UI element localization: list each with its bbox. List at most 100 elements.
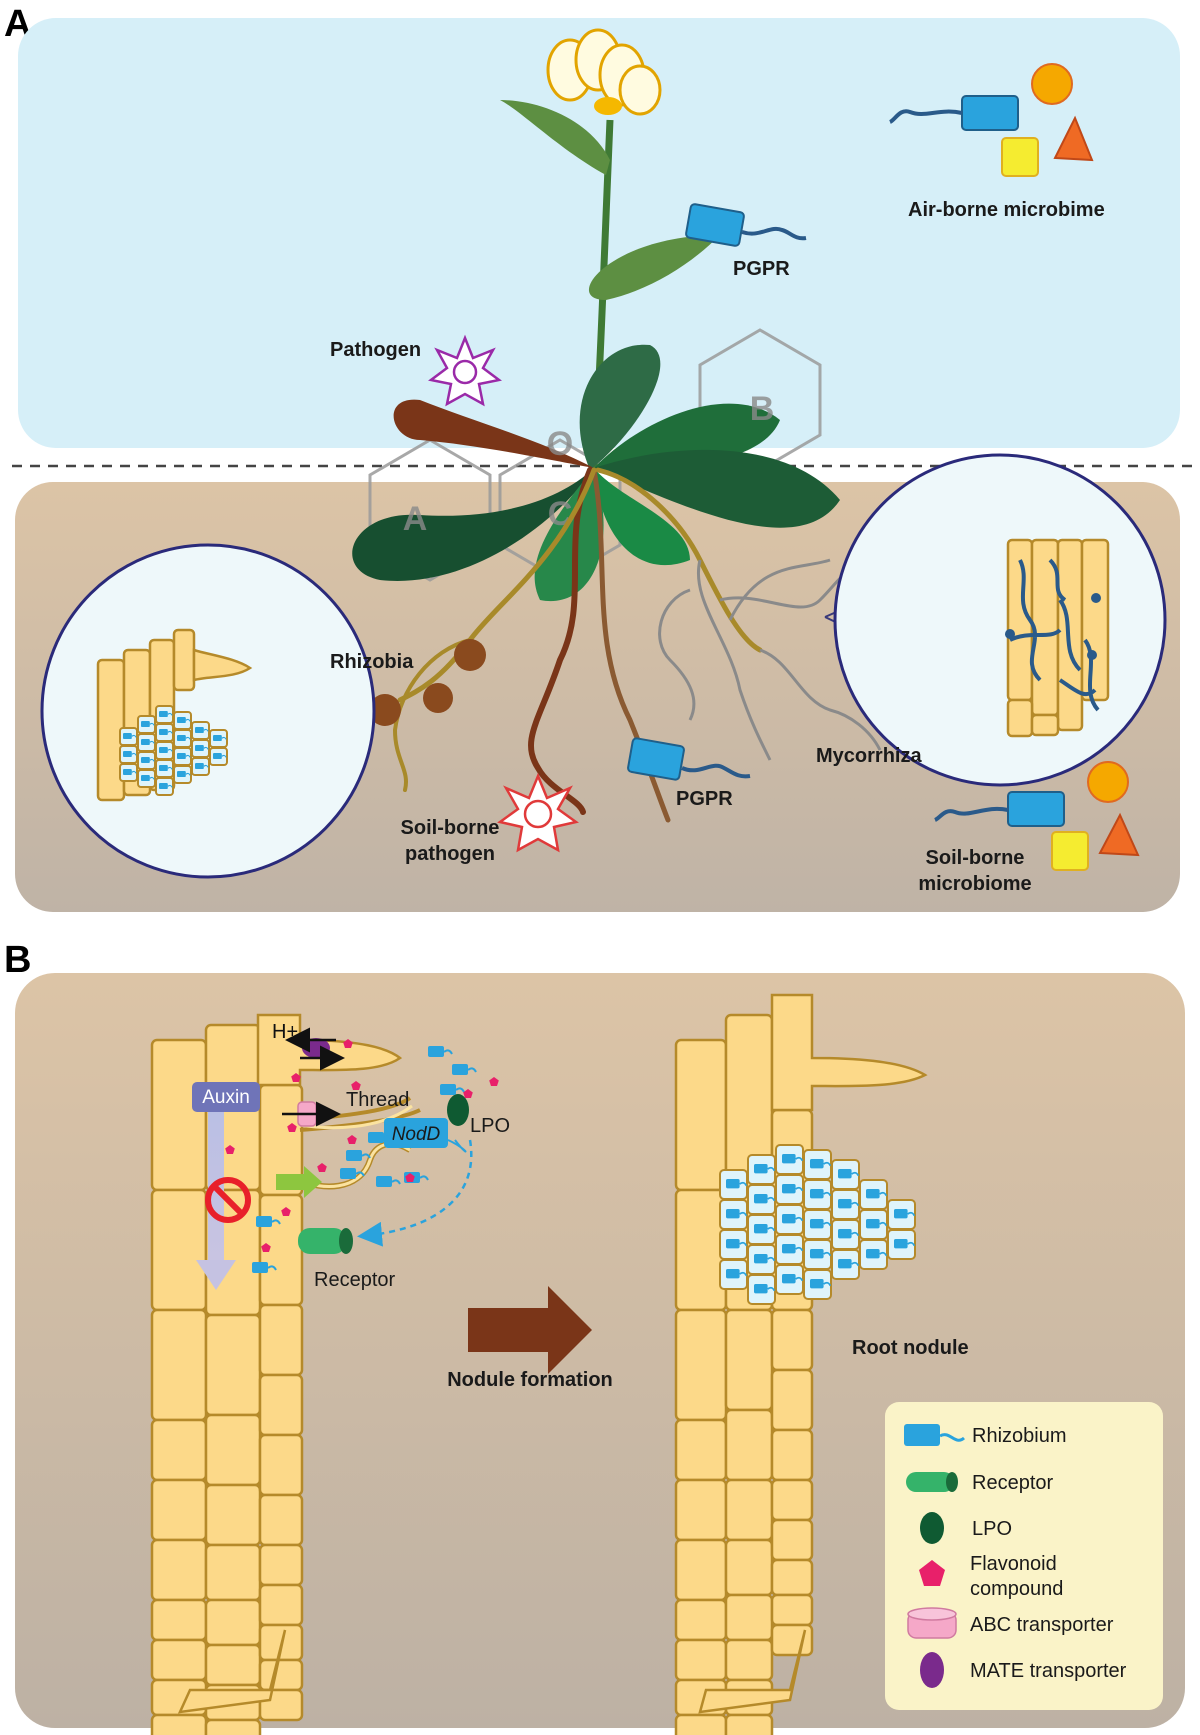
rhizobium-icon — [894, 1239, 916, 1249]
green-arrow-icon — [276, 1166, 322, 1198]
legend-lpo-icon — [920, 1512, 944, 1544]
root-nodule — [423, 683, 453, 713]
flavonoid-icon — [317, 1163, 327, 1172]
rhizobium-icon — [123, 769, 137, 776]
rhizobium-icon — [866, 1249, 888, 1259]
auxin-box — [192, 1082, 260, 1112]
legend-abc-icon — [907, 1607, 957, 1639]
panel-b-letter: B — [4, 939, 31, 981]
pgpr-bacterium-icon — [627, 737, 751, 781]
plant-leaf — [579, 344, 661, 470]
nodule-inset-cells — [96, 628, 253, 802]
receptor-icon — [298, 1228, 353, 1254]
legend-label-mate: MATE transporter — [970, 1660, 1127, 1682]
plant-leaf — [352, 468, 594, 581]
flavonoid-icon — [347, 1135, 357, 1144]
rhizobium-icon — [159, 711, 173, 718]
rhizobium-icon — [726, 1239, 748, 1249]
root-right — [674, 993, 928, 1735]
ring-label-a: A — [403, 500, 428, 538]
legend-label-receptor: Receptor — [972, 1472, 1053, 1494]
label-mycorrhiza: Mycorrhiza — [816, 745, 922, 767]
mycorrhiza-inset-circle — [833, 453, 1167, 787]
flavonoid-icon — [261, 1243, 271, 1252]
rhizobium-icon — [195, 727, 209, 734]
flower — [546, 28, 662, 116]
label-soil-microbiome-line1: Soil-borne — [926, 847, 1025, 869]
rhizobium-icon — [213, 753, 227, 760]
mycorrhiza-inset-cells — [1005, 538, 1110, 738]
rhizobium-icon — [346, 1150, 371, 1161]
label-soil-pathogen-line2: pathogen — [405, 843, 495, 865]
flavonoid-icon — [287, 1123, 297, 1132]
plant-leaf — [500, 100, 610, 175]
lpo-icon — [447, 1094, 469, 1126]
root-left: Auxin NodD — [150, 1013, 499, 1735]
label-soil-pathogen-line1: Soil-borne — [401, 817, 500, 839]
rhizobium-icon — [838, 1259, 860, 1269]
root-nodule — [454, 639, 486, 671]
flavonoid-icon — [405, 1173, 415, 1182]
rhizobium-icon — [123, 733, 137, 740]
label-root-nodule: Root nodule — [852, 1337, 969, 1359]
rhizobium-icon — [368, 1132, 393, 1143]
flavonoid-icon — [281, 1207, 291, 1216]
rhizobium-icon — [213, 735, 227, 742]
rhizobium-icon — [159, 783, 173, 790]
rhizobium-icon — [159, 729, 173, 736]
rhizobium-icon — [252, 1262, 277, 1273]
rhizobium-icon — [141, 775, 155, 782]
rhizobium-icon — [440, 1084, 465, 1095]
rhizobium-icon — [141, 757, 155, 764]
rhizobium-icon — [177, 735, 191, 742]
airborne-microbe-icons — [888, 63, 1094, 177]
flavonoid-icon — [489, 1077, 499, 1086]
rhizobium-icon — [894, 1209, 916, 1219]
legend-label-flavonoid: Flavonoid — [970, 1553, 1057, 1575]
legend-label-flavonoid-2: compound — [970, 1578, 1063, 1600]
flavonoid-icon — [291, 1073, 301, 1082]
label-lpo: LPO — [470, 1115, 510, 1137]
nodd-box — [384, 1118, 448, 1148]
rhizobium-icon — [810, 1159, 832, 1169]
rhizobium-icon — [782, 1274, 804, 1284]
rhizobium-icon — [754, 1224, 776, 1234]
rhizobium-icon — [159, 747, 173, 754]
rhizobium-icon — [177, 717, 191, 724]
rhizobium-icon — [195, 763, 209, 770]
rhizobium-icon — [256, 1216, 281, 1227]
rhizobium-icon — [838, 1199, 860, 1209]
rhizobium-icon — [782, 1154, 804, 1164]
rhizobium-icon — [810, 1219, 832, 1229]
flavonoid-icon — [463, 1089, 473, 1098]
inhibition-icon — [205, 1177, 251, 1223]
label-pgpr-top: PGPR — [733, 258, 790, 280]
rhizobium-icon — [726, 1269, 748, 1279]
rhizobium-icon — [810, 1279, 832, 1289]
rhizobium-icon — [376, 1176, 401, 1187]
roots — [392, 467, 763, 823]
label-pgpr-bottom: PGPR — [676, 788, 733, 810]
label-receptor: Receptor — [314, 1269, 395, 1291]
flavonoid-icon — [225, 1145, 235, 1154]
flavonoid-icon — [343, 1039, 353, 1048]
plant-leaf — [594, 468, 690, 566]
rhizobium-icon — [726, 1179, 748, 1189]
rhizobium-icon — [754, 1284, 776, 1294]
legend-flavonoid-icon — [919, 1560, 945, 1586]
rhizobium-icon — [452, 1064, 477, 1075]
legend: Rhizobium Receptor LPO Flavonoid compoun… — [885, 1402, 1163, 1710]
legend-mate-icon — [920, 1652, 944, 1688]
rhizobium-icon — [782, 1184, 804, 1194]
rhizobium-icon — [754, 1164, 776, 1174]
sky-background — [18, 18, 1180, 448]
rhizobium-icon — [177, 771, 191, 778]
rhizobium-icon — [195, 745, 209, 752]
label-auxin: Auxin — [202, 1087, 250, 1108]
legend-label-rhizobium: Rhizobium — [972, 1425, 1066, 1447]
rhizobium-icon — [782, 1244, 804, 1254]
label-h-plus: H+ — [272, 1021, 298, 1043]
soilborne-microbe-icons — [934, 761, 1140, 871]
root-nodule — [369, 694, 401, 726]
